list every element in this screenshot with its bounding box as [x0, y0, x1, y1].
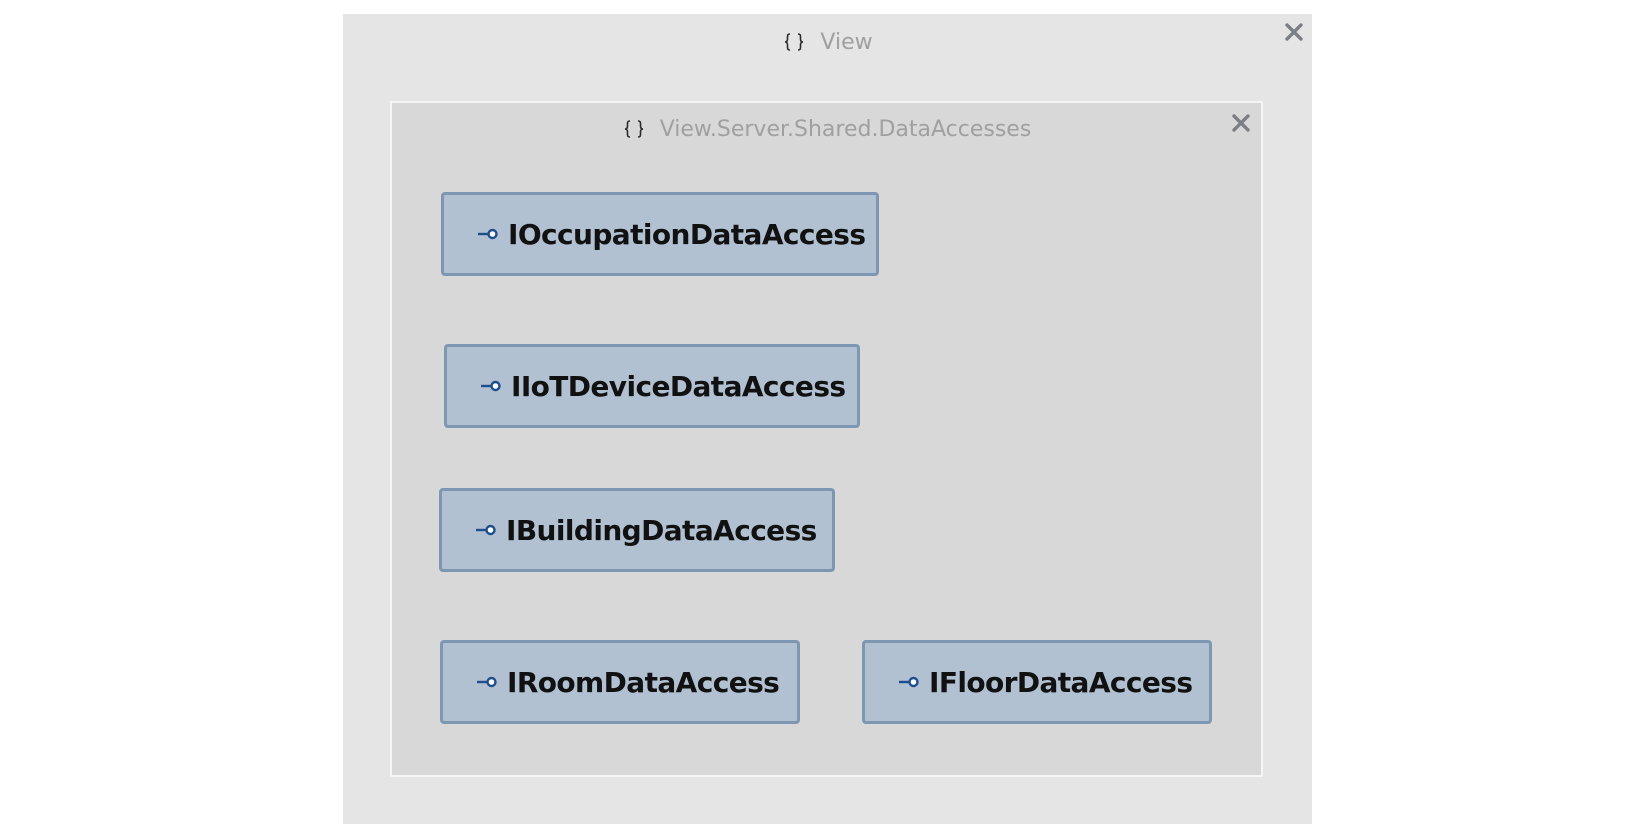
close-icon[interactable]: [1229, 111, 1253, 135]
interface-node-ioccupationdataaccess[interactable]: IOccupationDataAccess: [441, 192, 879, 276]
interface-icon: [474, 523, 498, 537]
node-label: IRoomDataAccess: [507, 665, 780, 699]
interface-icon: [897, 675, 921, 689]
interface-node-iiotdevicedataaccess[interactable]: IIoTDeviceDataAccess: [444, 344, 860, 428]
node-label: IOccupationDataAccess: [508, 217, 866, 251]
container-title: View: [820, 29, 873, 55]
node-label: IBuildingDataAccess: [506, 513, 817, 547]
interface-node-ifloordataaccess[interactable]: IFloorDataAccess: [862, 640, 1212, 724]
namespace-braces-icon: [622, 117, 646, 141]
interface-node-ibuildingdataaccess[interactable]: IBuildingDataAccess: [439, 488, 835, 572]
close-icon[interactable]: [1282, 20, 1306, 44]
container-header: View: [343, 22, 1312, 62]
interface-icon: [476, 227, 500, 241]
interface-node-iroomdataaccess[interactable]: IRoomDataAccess: [440, 640, 800, 724]
container-header: View.Server.Shared.DataAccesses: [392, 109, 1261, 149]
node-label: IIoTDeviceDataAccess: [511, 369, 846, 403]
interface-icon: [479, 379, 503, 393]
namespace-container-dataaccesses[interactable]: View.Server.Shared.DataAccesses IOccupat…: [390, 101, 1263, 777]
node-label: IFloorDataAccess: [929, 665, 1193, 699]
interface-icon: [475, 675, 499, 689]
namespace-braces-icon: [782, 30, 806, 54]
container-title: View.Server.Shared.DataAccesses: [659, 116, 1032, 142]
namespace-container-view[interactable]: View View.Server.Shared.DataAccesses: [343, 14, 1312, 824]
